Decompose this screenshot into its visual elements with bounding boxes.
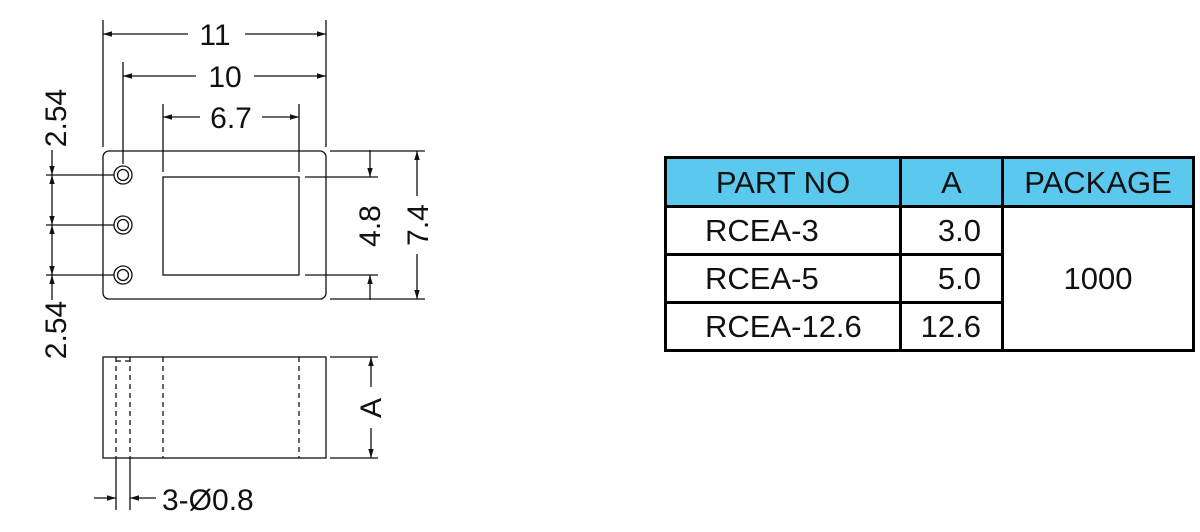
dim-label-11: 11 <box>199 19 230 52</box>
dim-label-pitch-top: 2.54 <box>40 89 73 147</box>
dim-label-pitch-bottom: 2.54 <box>40 301 73 359</box>
hidden-lines <box>115 357 300 458</box>
component-window <box>162 176 300 276</box>
pin-holes <box>113 165 133 285</box>
cell-part: RCEA-3 <box>664 205 902 256</box>
table-header-row: PART NO A PACKAGE <box>664 156 1195 208</box>
dim-label-6-7: 6.7 <box>210 102 252 135</box>
component-body-top-view <box>102 150 327 300</box>
header-package: PACKAGE <box>1001 156 1195 208</box>
header-a: A <box>899 156 1004 208</box>
cell-a: 3.0 <box>899 205 1004 256</box>
cell-a: 5.0 <box>899 253 1004 304</box>
table-row: RCEA-5 5.0 <box>664 253 1194 304</box>
dim-label-a: A <box>355 398 388 418</box>
dim-label-4-8: 4.8 <box>354 205 387 247</box>
cell-part: RCEA-5 <box>664 253 902 304</box>
dim-label-10: 10 <box>208 61 241 94</box>
header-part-no: PART NO <box>664 156 902 208</box>
dim-label-pin-hole: 3-Ø0.8 <box>162 484 254 517</box>
table-row: RCEA-12.6 12.6 <box>664 301 1194 352</box>
component-body-side-view <box>102 356 327 459</box>
cell-part: RCEA-12.6 <box>664 301 902 352</box>
cell-a: 12.6 <box>899 301 1004 352</box>
cell-package: 1000 <box>1001 205 1195 352</box>
dim-label-7-4: 7.4 <box>402 204 435 246</box>
table-row: RCEA-3 3.0 1000 <box>664 205 1195 352</box>
package-table: PART NO A PACKAGE RCEA-3 3.0 1000 RCEA-5… <box>664 156 1195 352</box>
